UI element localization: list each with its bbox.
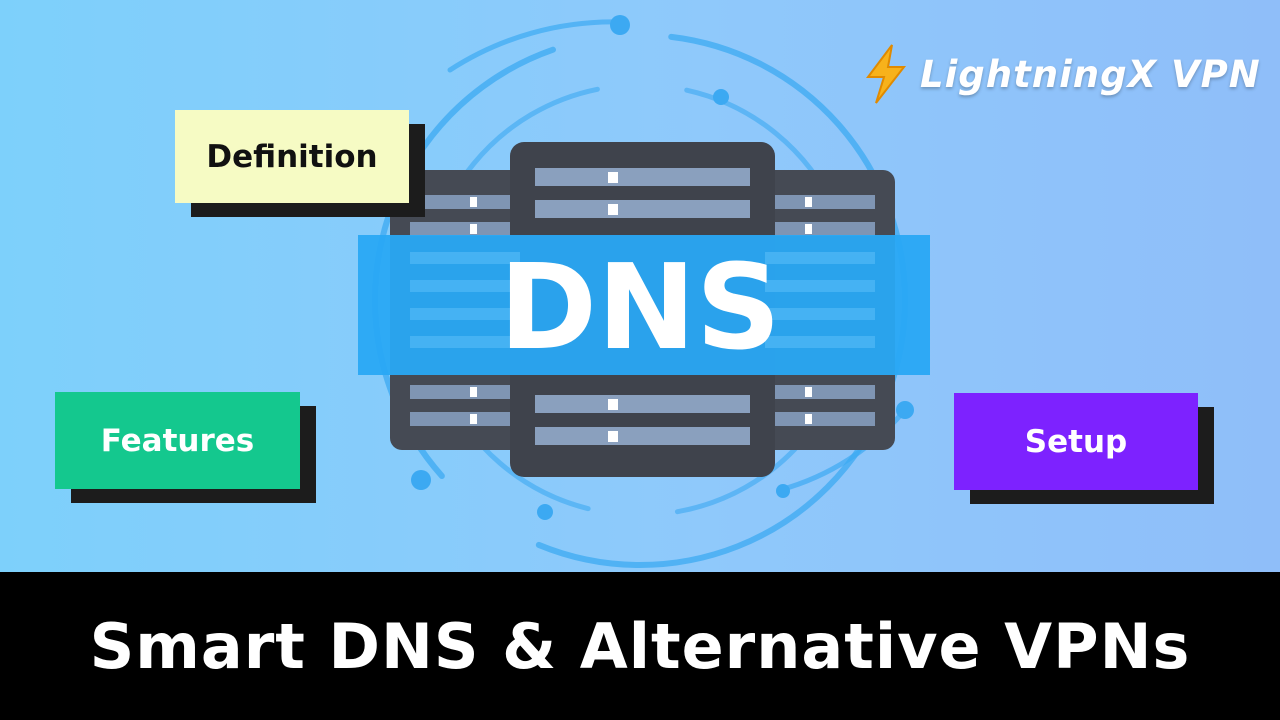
orbit-nodes xyxy=(411,15,914,520)
lightning-bolt-icon xyxy=(866,44,907,104)
brand-name: LightningX VPN xyxy=(920,52,1261,96)
setup-tag: Setup xyxy=(954,393,1198,490)
features-tag: Features xyxy=(55,392,300,489)
dns-server-illustration: DNS xyxy=(358,15,930,568)
dns-label: DNS xyxy=(499,238,781,376)
definition-tag: Definition xyxy=(175,110,409,203)
brand-logo: LightningX VPN xyxy=(862,42,1261,106)
headline-bar: Smart DNS & Alternative VPNs xyxy=(0,572,1280,720)
dns-label-band: DNS xyxy=(358,235,930,376)
hero-area: DNS LightningX VPN Definition Features S… xyxy=(0,0,1280,572)
headline-title: Smart DNS & Alternative VPNs xyxy=(89,609,1191,683)
